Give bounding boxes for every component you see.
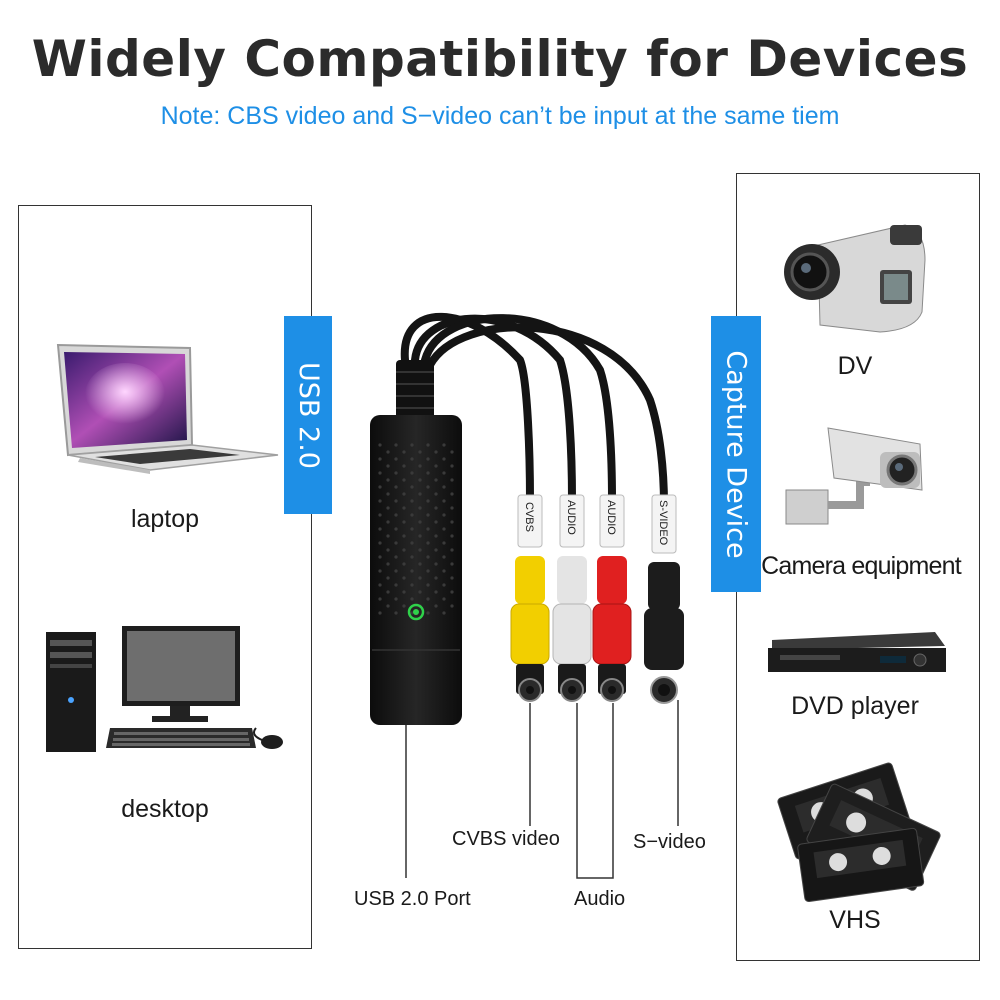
usb-video-capture-adapter-icon xyxy=(370,360,462,725)
s-video-callout: S−video xyxy=(633,831,706,853)
cvbs-video-callout: CVBS video xyxy=(452,828,560,850)
capture-device-tag-label: Capture Device xyxy=(720,349,752,559)
desktop-label: desktop xyxy=(121,795,209,823)
security-camera-icon xyxy=(785,427,923,525)
dvd-player-label: DVD player xyxy=(791,692,919,720)
laptop-icon xyxy=(56,343,279,474)
callout-lines xyxy=(405,700,679,879)
vhs-tapes-icon xyxy=(777,762,941,903)
page-title: Widely Compatibility for Devices xyxy=(31,30,969,88)
cable-label-audio-red: AUDIO xyxy=(605,500,617,535)
compatibility-note: Note: CBS video and S−video can’t be inp… xyxy=(160,102,840,130)
dv-label: DV xyxy=(837,352,873,380)
laptop-label: laptop xyxy=(130,505,200,533)
usb-2-0-tag: USB 2.0 xyxy=(284,316,332,514)
camera-equipment-label: Camera equipment xyxy=(761,552,962,580)
desktop-computer-icon xyxy=(46,626,283,752)
dvd-player-icon xyxy=(768,632,946,672)
adapter-cables xyxy=(400,312,668,509)
capture-device-tag: Capture Device xyxy=(711,316,761,592)
rca-yellow-connector xyxy=(510,556,550,702)
rca-red-connector xyxy=(592,556,632,702)
usb-port-callout: USB 2.0 Port xyxy=(354,888,471,910)
cable-label-cvbs: CVBS xyxy=(523,502,535,532)
camcorder-icon xyxy=(784,224,926,333)
cable-label-audio-white: AUDIO xyxy=(565,500,577,535)
cable-label-sleeves xyxy=(517,494,677,554)
usb-2-0-tag-label: USB 2.0 xyxy=(292,361,324,469)
svideo-connector xyxy=(644,562,684,704)
audio-callout: Audio xyxy=(574,888,626,910)
computer-panel xyxy=(18,205,312,949)
vhs-label: VHS xyxy=(829,906,881,934)
cable-label-svideo: S-VIDEO xyxy=(657,500,669,546)
rca-white-connector xyxy=(552,556,592,702)
